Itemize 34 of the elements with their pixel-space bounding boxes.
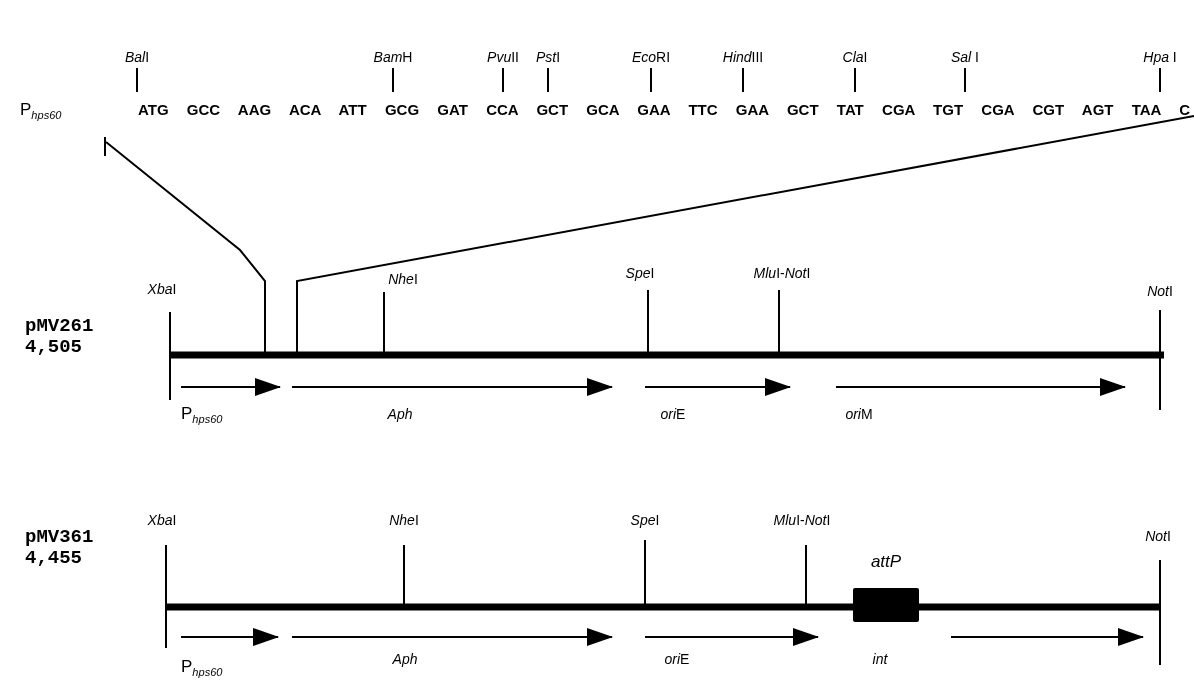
gene-label: P$_{hps60}$ <box>181 405 223 426</box>
restriction-site-label: PstI <box>535 50 561 66</box>
plasmid-size: 4,505 <box>25 337 82 358</box>
restriction-site-label: SpeI <box>625 266 655 282</box>
gene-label: int <box>872 652 888 668</box>
gene-label: P$_{hps60}$ <box>181 658 223 679</box>
restriction-site-label: SpeI <box>630 513 660 529</box>
site-label: attP <box>870 553 902 570</box>
plasmid-size: 4,455 <box>25 548 82 569</box>
restriction-site-label: Hpa I <box>1143 50 1177 66</box>
restriction-site-label: BamH <box>373 50 413 66</box>
restriction-site-label: NheI <box>389 513 419 529</box>
restriction-site-label: MluI-NotI <box>773 513 831 529</box>
restriction-site-label: ClaI <box>842 50 868 66</box>
restriction-site-label: BalI <box>124 50 150 66</box>
restriction-site-label: NotI <box>1145 529 1171 545</box>
restriction-site-label: XbaI <box>147 513 177 529</box>
gene-label: oriE <box>660 407 686 423</box>
dna-sequence: ATG GCC AAG ACA ATT GCG GAT CCA GCT GCA GAA TTC GAA GCT TAT CGA TGT CGA CGT AGT TAA C <box>138 102 1190 119</box>
gene-label: Aph <box>387 407 413 423</box>
restriction-site-label: MluI-NotI <box>753 266 811 282</box>
restriction-site-label: HindIII <box>722 50 764 66</box>
plasmid-name: pMV361 <box>25 527 94 548</box>
gene-label: oriM <box>845 407 873 423</box>
plasmid-name: pMV261 <box>25 316 94 337</box>
gene-label: Aph <box>392 652 418 668</box>
restriction-site-label: Sal I <box>951 50 979 66</box>
restriction-site-label: XbaI <box>147 282 177 298</box>
gene-label: oriE <box>664 652 690 668</box>
restriction-site-label: PvuII <box>487 50 519 66</box>
restriction-site-label: EcoRI <box>631 50 671 66</box>
promoter-label: P$_{hps60}$ <box>20 101 62 122</box>
restriction-site-label: NheI <box>388 272 418 288</box>
restriction-site-label: NotI <box>1147 284 1173 300</box>
